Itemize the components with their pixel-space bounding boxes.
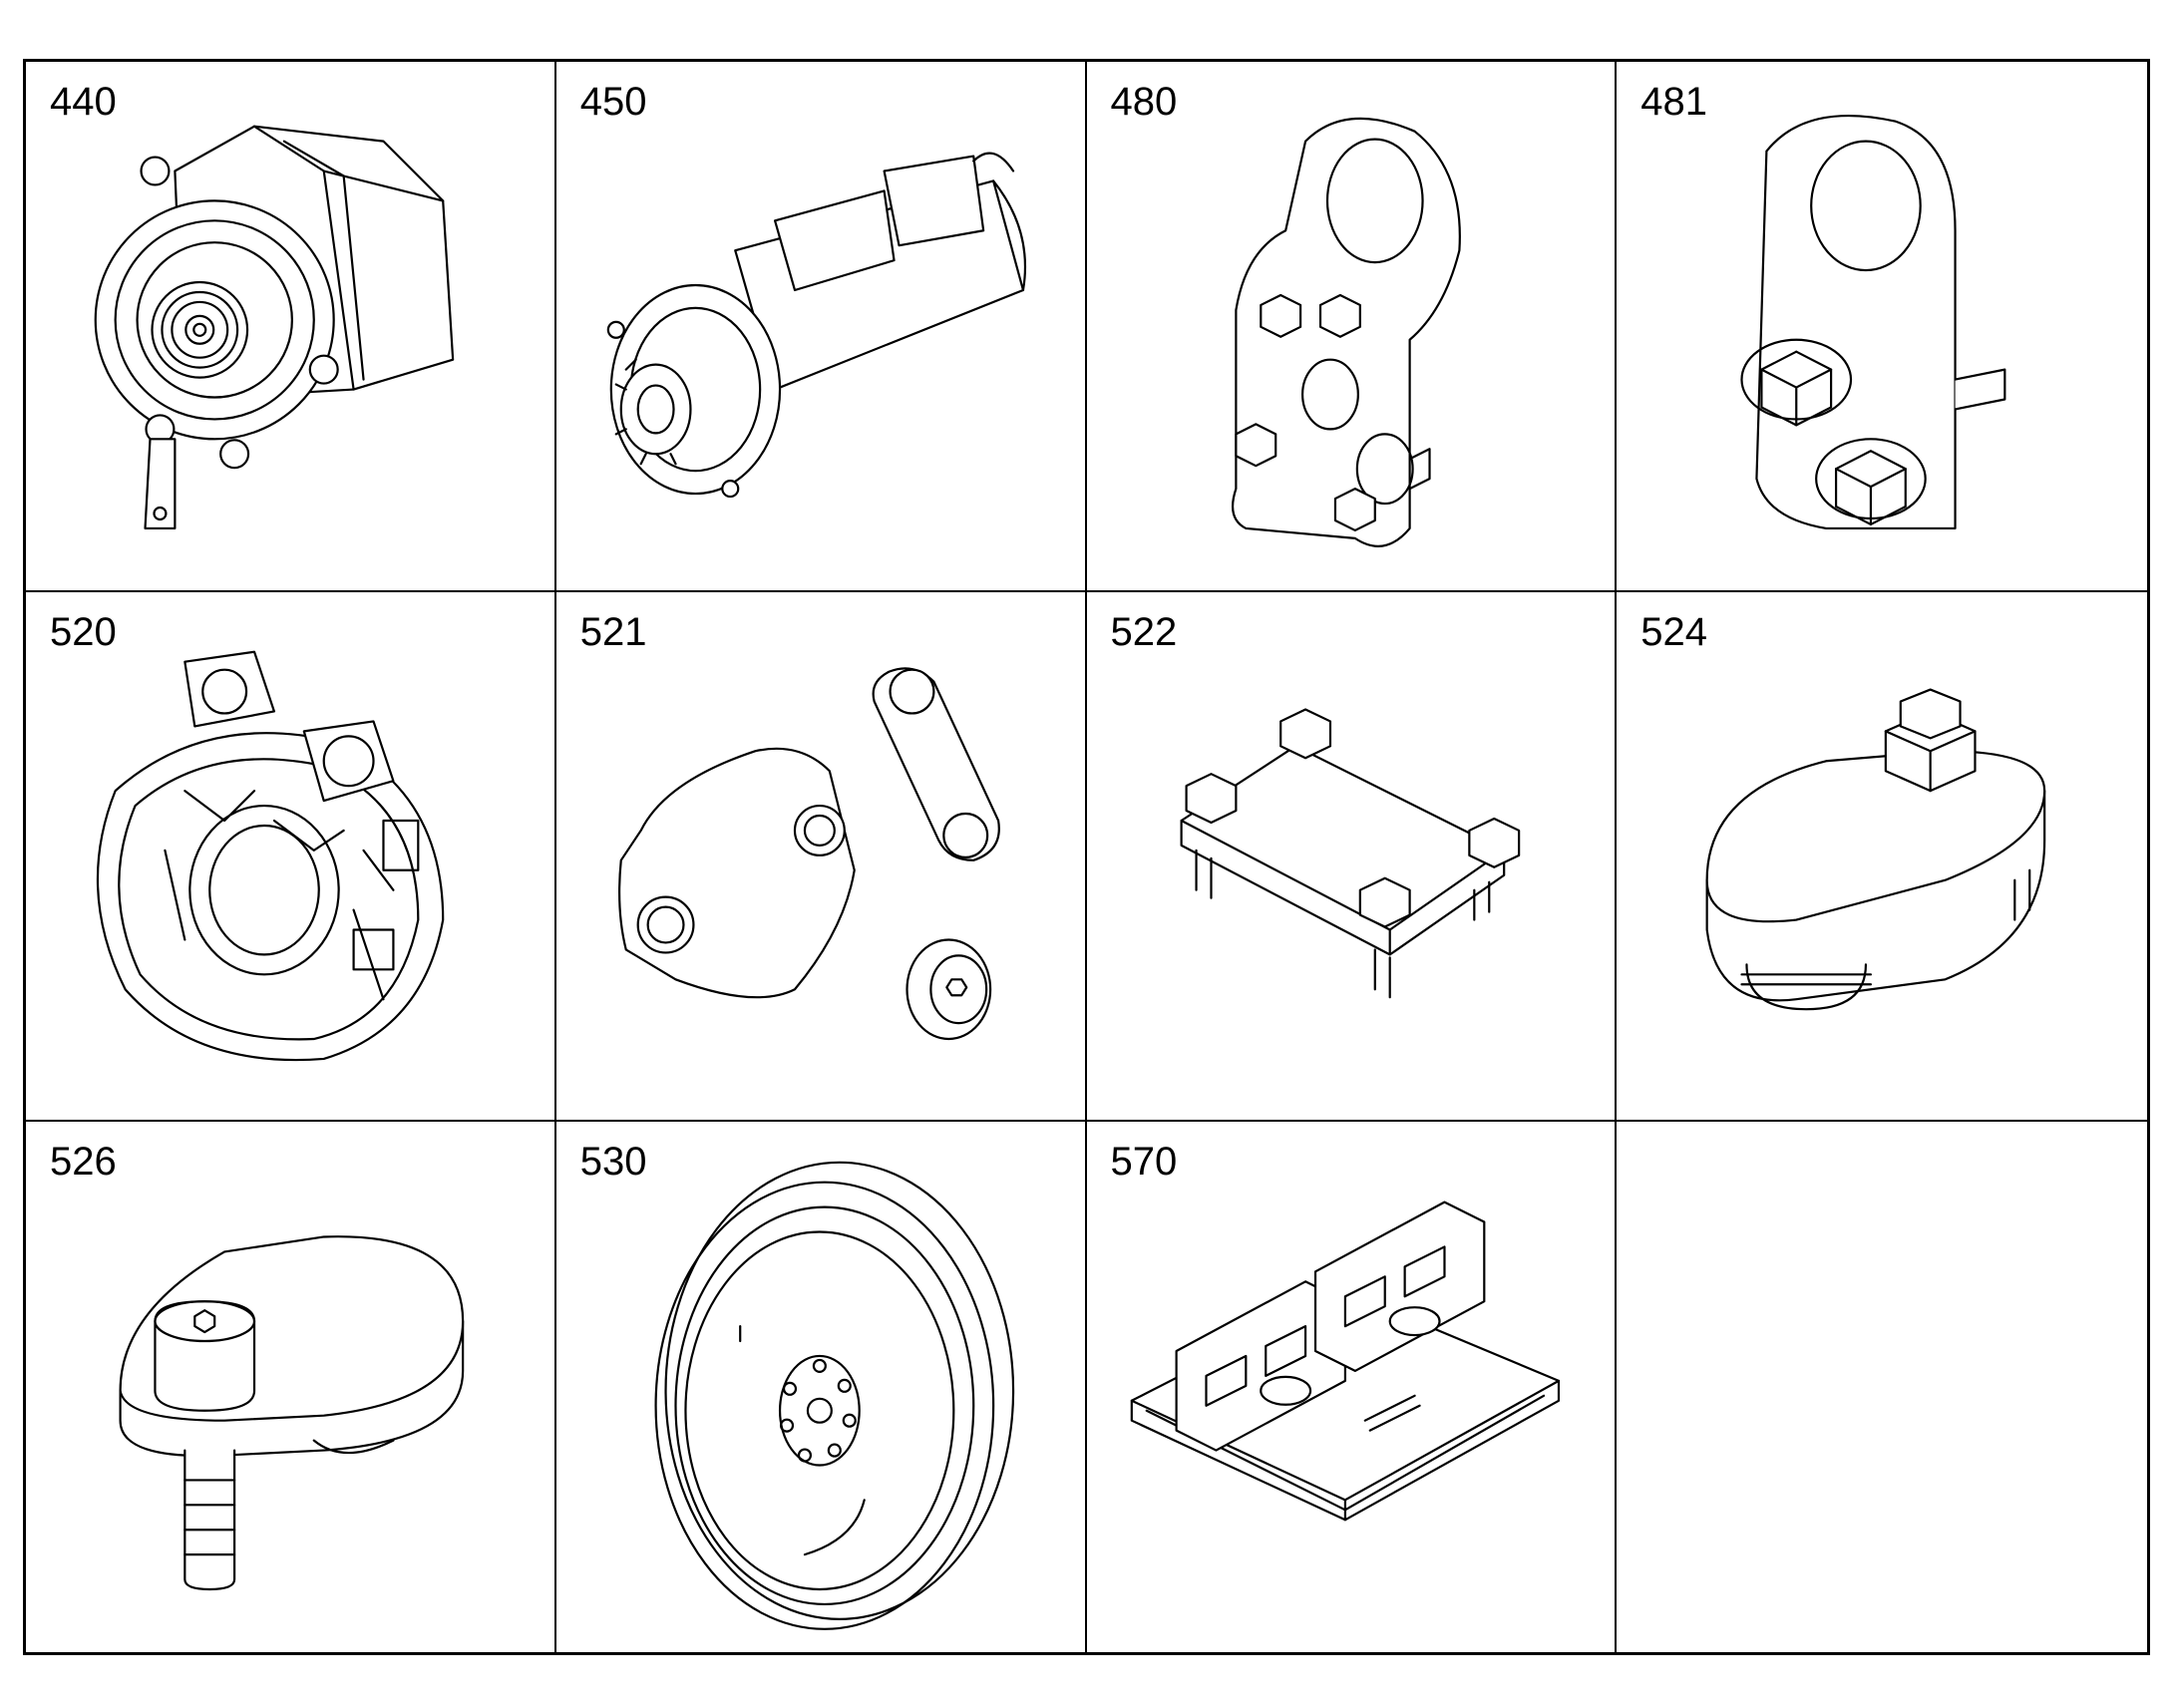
part-cell-570: 570	[1087, 1122, 1618, 1652]
part-number: 440	[50, 80, 117, 124]
flywheel-housing-icon	[96, 650, 445, 1061]
control-unit-icon	[1130, 1200, 1560, 1522]
part-cell-522: 522	[1086, 591, 1618, 1123]
parts-grid: 440 450	[23, 59, 2150, 1655]
part-number: 520	[50, 609, 117, 654]
cover-with-socket-bolt-icon	[119, 1235, 465, 1591]
part-number: 526	[50, 1140, 117, 1185]
part-number: 524	[1640, 609, 1707, 654]
cover-with-bolt-icon	[1705, 688, 2046, 1010]
cover-plate-icon	[617, 666, 1000, 1040]
lifting-bracket-icon	[1231, 117, 1461, 547]
part-number: 481	[1640, 80, 1707, 124]
flywheel-icon	[654, 1162, 1014, 1631]
part-number: 570	[1110, 1140, 1178, 1185]
part-cell-450: 450	[555, 62, 1087, 592]
part-number: 521	[579, 609, 647, 654]
part-cell-524: 524	[1617, 592, 2147, 1123]
part-cell-480: 480	[1086, 62, 1618, 592]
part-number: 480	[1110, 80, 1178, 124]
part-cell-481: 481	[1617, 62, 2147, 592]
starter-motor-icon	[606, 152, 1026, 499]
part-number: 450	[579, 80, 647, 124]
part-number: 522	[1110, 609, 1178, 654]
part-cell-440: 440	[26, 62, 556, 592]
empty-cell	[1617, 1122, 2147, 1652]
mounting-plate-icon	[1180, 708, 1520, 998]
part-cell-521: 521	[555, 591, 1087, 1123]
part-cell-526: 526	[26, 1122, 556, 1652]
part-number: 530	[579, 1140, 647, 1185]
part-cell-530: 530	[556, 1122, 1087, 1652]
lifting-eye-icon	[1740, 114, 2006, 530]
part-cell-520: 520	[26, 591, 556, 1123]
alternator-icon	[94, 125, 455, 530]
